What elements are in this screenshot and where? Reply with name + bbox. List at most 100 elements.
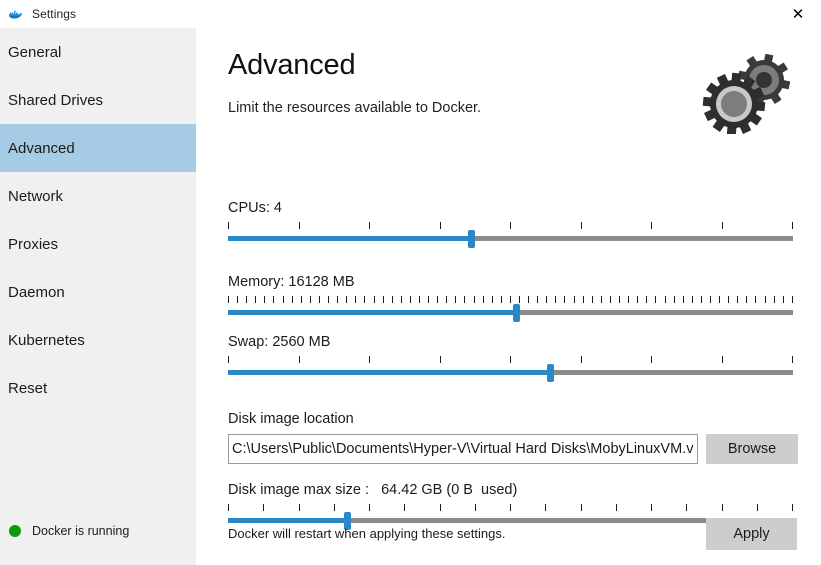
- main-panel: Advanced Limit the resources available t…: [196, 28, 821, 565]
- window-title: Settings: [32, 7, 77, 21]
- tick-mark: [439, 222, 441, 229]
- tick-mark: [756, 504, 758, 511]
- slider-ticks: [228, 296, 793, 303]
- tick-mark: [228, 504, 229, 511]
- tick-mark: [318, 296, 320, 303]
- title-bar: Settings ✕: [0, 0, 821, 28]
- tick-mark: [651, 222, 652, 229]
- tick-mark: [364, 296, 366, 303]
- slider-thumb[interactable]: [343, 512, 351, 530]
- slider-section-swap: Swap: 2560 MB: [228, 334, 793, 382]
- page-subtitle: Limit the resources available to Docker.: [228, 100, 482, 116]
- docker-whale-icon: [8, 6, 24, 22]
- tick-mark: [510, 356, 511, 363]
- slider-swap[interactable]: [228, 356, 793, 382]
- restart-note: Docker will restart when applying these …: [228, 526, 506, 541]
- browse-button[interactable]: Browse: [706, 434, 798, 464]
- tick-mark: [655, 296, 657, 303]
- tick-mark: [555, 296, 557, 303]
- tick-mark: [346, 296, 348, 303]
- slider-cpus[interactable]: [228, 222, 793, 248]
- tick-mark: [651, 504, 652, 511]
- tick-mark: [619, 296, 621, 303]
- tick-mark: [369, 504, 370, 511]
- sidebar-item-advanced[interactable]: Advanced: [0, 124, 196, 172]
- tick-mark: [591, 296, 593, 303]
- slider-thumb[interactable]: [467, 230, 475, 248]
- tick-mark: [737, 296, 739, 303]
- tick-mark: [746, 296, 748, 303]
- sidebar-item-reset[interactable]: Reset: [0, 364, 196, 412]
- tick-mark: [764, 296, 766, 303]
- tick-mark: [491, 296, 493, 303]
- slider-fill: [228, 310, 517, 315]
- status-indicator-dot: [9, 525, 21, 537]
- sidebar-item-label: Reset: [8, 379, 48, 397]
- sidebar-item-kubernetes[interactable]: Kubernetes: [0, 316, 196, 364]
- close-icon[interactable]: ✕: [791, 4, 805, 23]
- slider-disk-image-max-size[interactable]: [228, 504, 793, 530]
- tick-mark: [673, 296, 675, 303]
- tick-mark: [519, 296, 520, 303]
- tick-mark: [510, 222, 511, 229]
- slider-track[interactable]: [228, 518, 793, 523]
- tick-mark: [474, 504, 476, 511]
- tick-mark: [333, 504, 335, 511]
- disk-image-location-label: Disk image location: [228, 411, 354, 427]
- tick-mark: [455, 296, 457, 303]
- sidebar-item-proxies[interactable]: Proxies: [0, 220, 196, 268]
- tick-mark: [615, 504, 617, 511]
- slider-memory[interactable]: [228, 296, 793, 322]
- tick-mark: [580, 222, 582, 229]
- tick-mark: [510, 504, 511, 511]
- sidebar-item-network[interactable]: Network: [0, 172, 196, 220]
- disk-image-location-row: Browse: [228, 434, 798, 464]
- tick-mark: [500, 296, 502, 303]
- slider-label-cpus: CPUs: 4: [228, 200, 282, 216]
- apply-button[interactable]: Apply: [706, 518, 797, 550]
- tick-mark: [237, 296, 239, 303]
- disk-image-location-input[interactable]: [228, 434, 698, 464]
- tick-mark: [246, 296, 248, 303]
- tick-mark: [664, 296, 666, 303]
- slider-section-cpus: CPUs: 4: [228, 200, 793, 248]
- slider-section-memory: Memory: 16128 MB: [228, 274, 793, 322]
- tick-mark: [300, 296, 302, 303]
- sidebar-item-daemon[interactable]: Daemon: [0, 268, 196, 316]
- tick-mark: [255, 296, 257, 303]
- status-label: Docker is running: [32, 524, 130, 538]
- sidebar-item-label: Daemon: [8, 283, 65, 301]
- tick-mark: [428, 296, 430, 303]
- tick-mark: [337, 296, 339, 303]
- tick-mark: [573, 296, 575, 303]
- slider-fill: [228, 518, 347, 523]
- tick-mark: [228, 356, 229, 363]
- tick-mark: [564, 296, 566, 303]
- tick-mark: [537, 296, 539, 303]
- tick-mark: [721, 504, 723, 511]
- tick-mark: [464, 296, 466, 303]
- tick-mark: [686, 504, 688, 511]
- tick-mark: [791, 296, 793, 303]
- tick-mark: [391, 296, 393, 303]
- sidebar-item-label: Proxies: [8, 235, 59, 253]
- slider-track[interactable]: [228, 236, 793, 241]
- tick-mark: [439, 504, 441, 511]
- tick-mark: [298, 222, 300, 229]
- tick-mark: [482, 296, 484, 303]
- tick-mark: [782, 296, 784, 303]
- slider-thumb[interactable]: [513, 304, 521, 322]
- tick-mark: [228, 222, 229, 229]
- tick-mark: [439, 356, 441, 363]
- tick-mark: [628, 296, 630, 303]
- gears-icon: [698, 53, 798, 136]
- sidebar-item-shared-drives[interactable]: Shared Drives: [0, 76, 196, 124]
- tick-mark: [298, 356, 300, 363]
- tick-mark: [309, 296, 311, 303]
- sidebar-item-general[interactable]: General: [0, 28, 196, 76]
- tick-mark: [792, 356, 793, 363]
- tick-mark: [582, 296, 584, 303]
- slider-ticks: [228, 356, 793, 363]
- slider-thumb[interactable]: [547, 364, 555, 382]
